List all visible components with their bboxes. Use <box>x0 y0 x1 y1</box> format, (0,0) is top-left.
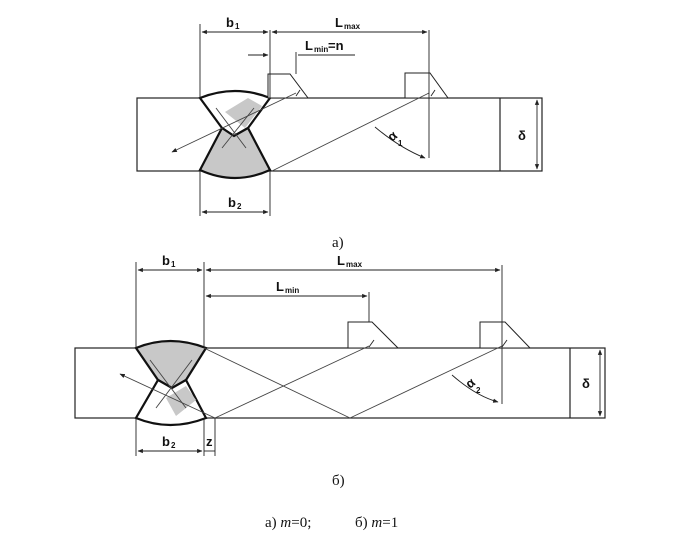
probe-b-near <box>347 321 400 349</box>
lmin-b-sub: min <box>285 286 299 295</box>
weld-shade-a <box>225 98 262 128</box>
plate-b <box>74 347 606 419</box>
b2-a-sub: 2 <box>237 202 242 211</box>
b1-b-label: b <box>162 253 170 268</box>
ray-b-far-down <box>349 345 503 419</box>
alpha-b-sub: 2 <box>476 386 481 395</box>
diagram-b: α 2 δ b 1 L max L min b 2 z б) <box>74 253 606 489</box>
probe-a-far-mark <box>430 89 436 97</box>
weld-inner-line-a1 <box>215 107 247 149</box>
lmax-a-label: L <box>335 15 343 30</box>
caption-val-a: =0; <box>291 515 311 531</box>
ray-b-near-up <box>119 373 216 419</box>
ray-b-near-down <box>214 345 370 419</box>
weld-lower-a <box>198 126 272 180</box>
caption-part-a: а) <box>265 515 280 531</box>
weld-inner-line-a2 <box>221 107 255 149</box>
b2-b-sub: 2 <box>171 441 176 450</box>
lmin-b-label: L <box>276 279 284 294</box>
lmin-a-eq: =n <box>328 38 344 53</box>
caption-m-a: m <box>280 515 291 531</box>
caption-a: а) <box>332 235 344 251</box>
probe-a-near-mark <box>295 89 301 97</box>
b1-b-sub: 1 <box>171 260 176 269</box>
lmin-a-label: L <box>305 38 313 53</box>
caption-part-b: б) <box>355 515 371 531</box>
caption-m-b: m <box>371 515 382 531</box>
alpha-a-sub: 1 <box>398 139 403 148</box>
b1-a-label: b <box>226 15 234 30</box>
probe-b-far <box>479 321 532 349</box>
ray-a-near <box>171 92 297 153</box>
delta-a-label: δ <box>518 128 526 143</box>
probe-b-near-mark <box>368 339 375 348</box>
svg-text:а) m=0;: а) m=0; <box>265 515 311 531</box>
b2-b-label: b <box>162 434 170 449</box>
probe-a-far <box>404 72 449 99</box>
weld-upper-b <box>134 339 208 390</box>
ray-b-far-up <box>203 347 351 419</box>
weld-inner-line-b2 <box>155 359 193 409</box>
diagram-a: α 1 δ b 1 L max L min =n b 2 а) <box>136 15 543 251</box>
plate-a <box>136 97 543 172</box>
ray-a-far <box>271 92 430 172</box>
lmax-b-sub: max <box>346 260 363 269</box>
b1-a-sub: 1 <box>235 22 240 31</box>
b2-a-label: b <box>228 195 236 210</box>
probe-a-near <box>267 73 309 99</box>
angle-a-arc <box>374 126 426 159</box>
svg-text:б) m=1: б) m=1 <box>355 515 398 531</box>
z-b-label: z <box>206 434 213 449</box>
figure-caption: а) m=0; б) m=1 <box>265 515 398 531</box>
delta-b-label: δ <box>582 376 590 391</box>
angle-b-arc <box>451 374 499 403</box>
caption-b: б) <box>332 473 345 489</box>
lmax-b-label: L <box>337 253 345 268</box>
probe-b-far-mark <box>501 339 508 348</box>
weld-inner-line-b1 <box>149 359 187 409</box>
lmax-a-sub: max <box>344 22 361 31</box>
caption-val-b: =1 <box>382 515 398 531</box>
lmin-a-sub: min <box>314 45 328 54</box>
